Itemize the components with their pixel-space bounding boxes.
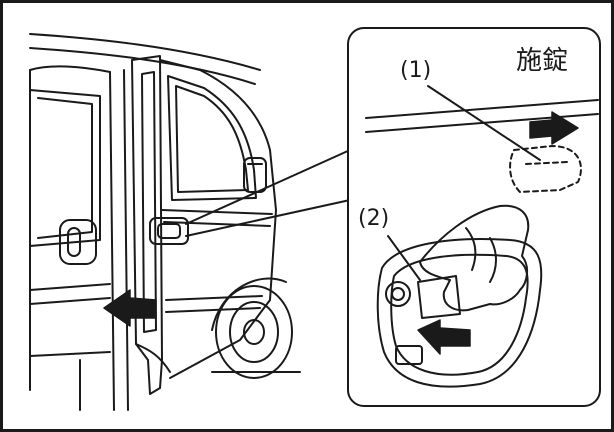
front-wheel-drawing xyxy=(212,279,300,378)
callout-label-2: (2) xyxy=(358,208,389,230)
lock-caption: 施錠 xyxy=(516,48,568,74)
callout-label-1: (1) xyxy=(400,60,431,82)
front-door-drawing xyxy=(150,60,276,378)
van-body-drawing xyxy=(30,34,260,410)
